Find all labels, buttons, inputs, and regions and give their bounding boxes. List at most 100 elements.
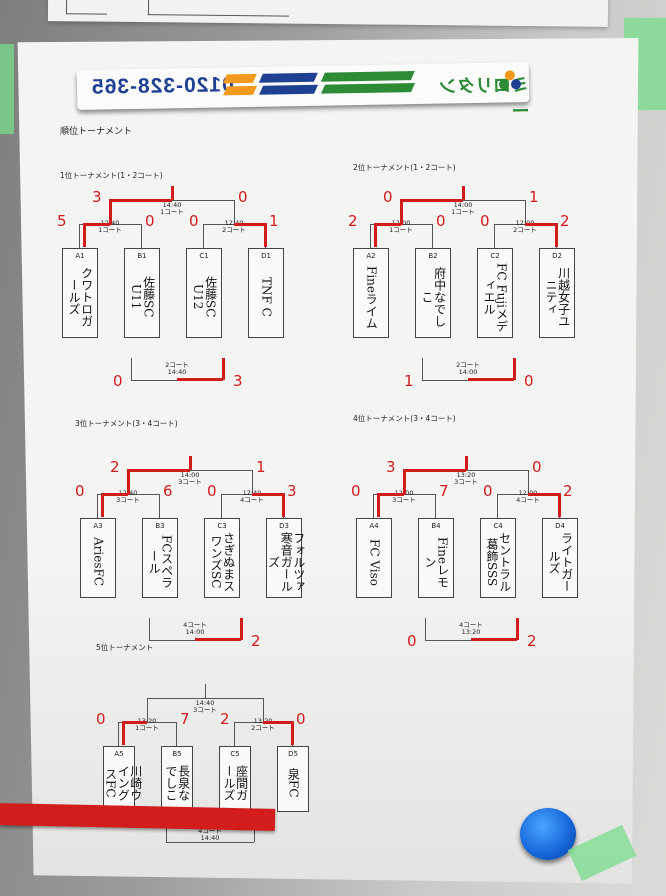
winner-line bbox=[374, 223, 401, 226]
bracket-line bbox=[166, 826, 167, 842]
bracket-line bbox=[528, 470, 529, 494]
winner-line bbox=[264, 223, 267, 247]
bracket-line bbox=[166, 842, 254, 843]
team-name: FC Fujiメディエル bbox=[482, 262, 509, 332]
match-court: 2コート bbox=[513, 226, 537, 235]
winner-line bbox=[513, 358, 516, 380]
winner-line bbox=[525, 223, 556, 226]
winner-line bbox=[195, 638, 241, 641]
third-time: 14:00 bbox=[185, 628, 205, 637]
match-court: 1コート bbox=[135, 724, 159, 733]
logo-stripe bbox=[223, 85, 258, 96]
semi-score: 0 bbox=[75, 482, 85, 500]
top-sheet-text: 4-10 bbox=[70, 0, 86, 1]
team-box: B5 長泉なでしこ bbox=[161, 746, 193, 812]
semi-score: 3 bbox=[287, 482, 297, 500]
sponsor-strip: 0120-328-365 ミロリタンー bbox=[76, 62, 530, 122]
third-time: 14:00 bbox=[458, 368, 478, 377]
page-title: 順位トーナメント bbox=[60, 127, 133, 137]
bracket-line bbox=[525, 200, 526, 224]
team-name: フォルツァ寒音ガールズ bbox=[266, 532, 306, 592]
team-code: C2 bbox=[490, 252, 500, 260]
final-time: 14:00 bbox=[180, 471, 200, 479]
winner-line bbox=[122, 721, 147, 724]
winner-line bbox=[171, 186, 174, 200]
winner-line bbox=[83, 223, 110, 226]
team-name: 川越女子ユニティ bbox=[544, 267, 571, 327]
final-score: 3 bbox=[386, 458, 396, 476]
winner-line bbox=[234, 223, 265, 226]
winner-line bbox=[555, 223, 558, 247]
bracket-line bbox=[147, 698, 148, 722]
winner-line bbox=[109, 199, 112, 225]
semi-score: 7 bbox=[439, 482, 449, 500]
final-score: 3 bbox=[92, 188, 102, 206]
semi-score: 0 bbox=[436, 212, 446, 230]
magnet bbox=[520, 808, 576, 860]
bracket-line bbox=[494, 224, 495, 248]
team-code: A2 bbox=[366, 252, 376, 260]
winner-line bbox=[291, 721, 294, 745]
team-name: さぎぬまスワンズSC bbox=[209, 532, 236, 592]
third-court: 4コート bbox=[459, 621, 483, 629]
logo-stripe bbox=[320, 71, 415, 82]
winner-line bbox=[128, 469, 190, 472]
match-court: 2コート bbox=[222, 226, 246, 235]
bracket-line bbox=[159, 494, 160, 518]
final-court: 3コート bbox=[193, 706, 217, 715]
team-code: B4 bbox=[431, 522, 441, 530]
third-time: 14:40 bbox=[200, 834, 220, 843]
match-time: 12:40 bbox=[230, 489, 274, 497]
third-time: 14:40 bbox=[167, 368, 187, 377]
top-sheet-cell bbox=[147, 0, 290, 17]
final-score: 0 bbox=[383, 188, 393, 206]
winner-line bbox=[110, 199, 172, 202]
winner-line bbox=[252, 493, 283, 496]
semi-score: 5 bbox=[57, 212, 67, 230]
bracket-line bbox=[401, 200, 525, 201]
third-court: 4コート bbox=[183, 621, 207, 629]
team-code: B2 bbox=[428, 252, 438, 260]
bracket-line bbox=[373, 494, 374, 518]
team-code: B5 bbox=[172, 750, 182, 758]
match-time: 12:00 bbox=[503, 219, 547, 227]
semi-score: 0 bbox=[351, 482, 361, 500]
bracket-line bbox=[497, 494, 498, 518]
third-score: 0 bbox=[407, 632, 417, 650]
semi-score: 0 bbox=[296, 710, 306, 728]
final-score: 2 bbox=[110, 458, 120, 476]
team-name: 佐藤SC U11 bbox=[129, 276, 156, 318]
match-court: 3コート bbox=[392, 496, 416, 505]
bracket-title: 5位トーナメント bbox=[96, 643, 154, 652]
match-time: 12:40 bbox=[212, 219, 256, 227]
winner-line bbox=[374, 223, 377, 247]
bracket-title: 4位トーナメント(3・4コート) bbox=[353, 414, 456, 423]
bracket-line bbox=[234, 722, 235, 746]
team-name: FCスペラール bbox=[147, 535, 174, 589]
bracket-line bbox=[97, 494, 98, 518]
match-label: 13:202コート bbox=[241, 717, 285, 733]
final-time: 14:40 bbox=[195, 699, 215, 707]
bracket-line bbox=[205, 684, 206, 698]
winner-line bbox=[404, 469, 466, 472]
phone-number: 0120-328-365 bbox=[90, 73, 234, 99]
team-name: 長泉なでしこ bbox=[164, 765, 191, 801]
team-code: B3 bbox=[155, 522, 165, 530]
bracket-line bbox=[118, 722, 119, 746]
bracket-line bbox=[370, 224, 371, 248]
team-code: C3 bbox=[217, 522, 227, 530]
winner-line bbox=[101, 493, 104, 517]
semi-score: 0 bbox=[145, 212, 155, 230]
team-name: AriesFC bbox=[91, 537, 106, 587]
